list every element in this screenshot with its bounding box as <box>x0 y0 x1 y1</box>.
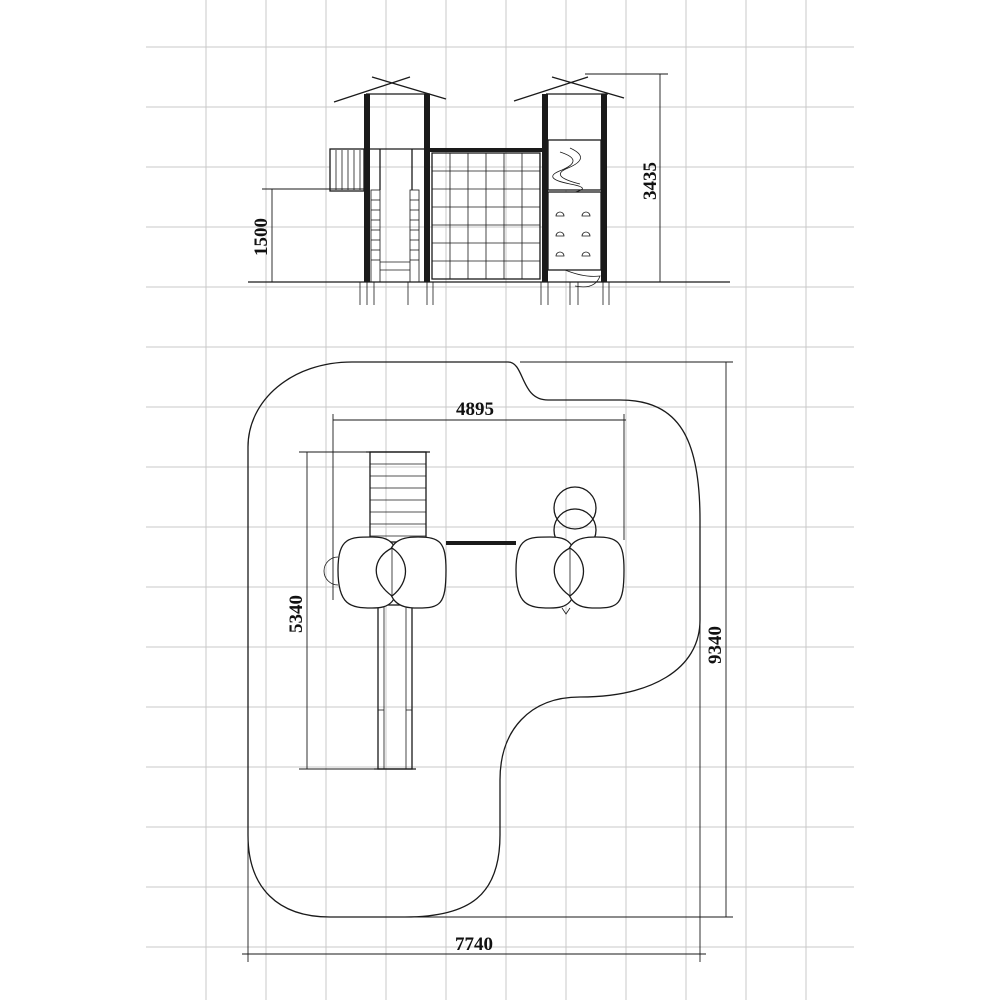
elevation-view: 3435 1500 <box>248 73 730 305</box>
dimension-zone-length: 9340 <box>405 361 733 918</box>
dimension-label-zone-width: 7740 <box>455 934 493 955</box>
spiral-pole <box>552 151 583 193</box>
dimension-label-structure-length: 5340 <box>286 595 307 633</box>
dimension-zone-width: 7740 <box>242 620 706 962</box>
dimension-label-platform-height: 1500 <box>251 218 272 256</box>
safety-zone-outline <box>247 361 701 918</box>
stairs <box>366 451 430 543</box>
dimension-label-structure-width: 4895 <box>456 399 494 420</box>
left-ladder <box>370 189 420 283</box>
post-right-inner <box>542 94 548 282</box>
post-left-outer <box>364 94 370 282</box>
wall-bottom-step <box>564 269 601 288</box>
dimension-platform-height: 1500 <box>251 188 370 282</box>
right-roof <box>513 76 625 102</box>
slide-side-panel <box>329 148 365 192</box>
dimension-height-total: 3435 <box>585 73 668 282</box>
post-right-outer <box>601 94 607 282</box>
climbing-holds <box>555 211 591 257</box>
dimension-label-zone-length: 9340 <box>705 626 726 664</box>
post-footings <box>359 282 610 305</box>
slide-side-slats <box>335 150 361 190</box>
dimension-structure-length: 5340 <box>286 451 378 770</box>
slide <box>374 604 416 770</box>
dimension-label-height-total: 3435 <box>640 162 661 200</box>
left-tower <box>323 536 447 609</box>
dimension-structure-width: 4895 <box>332 399 626 600</box>
post-left-inner <box>424 94 430 282</box>
climbing-net <box>430 148 542 280</box>
climbing-wall <box>547 191 602 271</box>
left-roof <box>333 76 447 103</box>
right-tower <box>515 536 625 615</box>
plan-view: 4895 5340 9340 7740 <box>242 361 733 962</box>
